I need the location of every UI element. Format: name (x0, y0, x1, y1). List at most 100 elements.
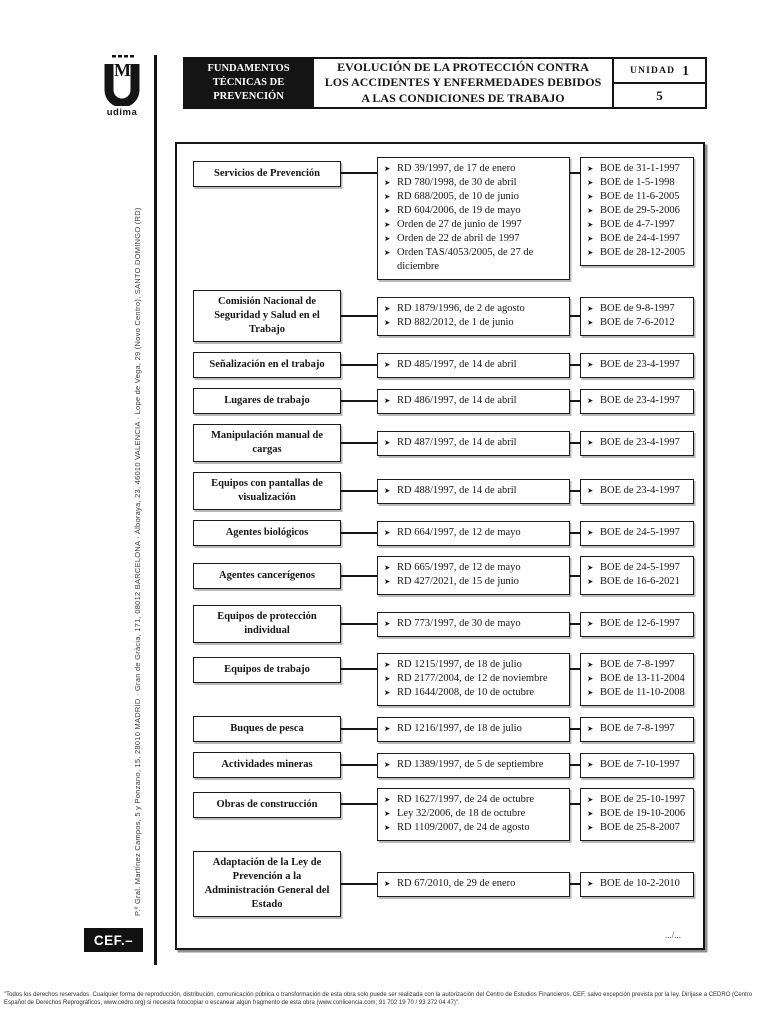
page-title: EVOLUCIÓN DE LA PROTECCIÓN CONTRA LOS AC… (312, 59, 612, 107)
list-item: ➤BOE de 9-8-1997 (587, 302, 689, 316)
connector-line (341, 490, 377, 492)
list-item-text: BOE de 28-12-2005 (600, 247, 686, 258)
list-item-text: BOE de 19-10-2006 (600, 808, 686, 819)
rd-box: ➤RD 1216/1997, de 18 de julio (377, 716, 570, 742)
arrow-bullet-icon: ➤ (384, 206, 391, 215)
list-item-text: BOE de 11-6-2005 (600, 191, 680, 202)
list-item: ➤BOE de 25-10-1997 (587, 793, 689, 807)
list-item-text: RD 485/1997, de 14 de abril (397, 358, 517, 370)
arrow-bullet-icon: ➤ (384, 795, 391, 804)
boe-box: ➤BOE de 24-5-1997 (580, 520, 694, 546)
arrow-bullet-icon: ➤ (587, 164, 594, 173)
list-item: ➤Orden de 27 de junio de 1997 (384, 218, 565, 232)
diagram-row: Agentes biológicos➤RD 664/1997, de 12 de… (193, 520, 703, 546)
arrow-bullet-icon: ➤ (587, 248, 594, 257)
arrow-bullet-icon: ➤ (587, 795, 594, 804)
list-item-text: RD 67/2010, de 29 de enero (397, 877, 516, 889)
arrow-bullet-icon: ➤ (384, 759, 391, 769)
list-item: ➤RD 67/2010, de 29 de enero (384, 877, 565, 891)
arrow-bullet-icon: ➤ (587, 220, 594, 229)
arrow-bullet-icon: ➤ (587, 563, 594, 572)
list-item: ➤ Orden de 22 de abril de 1997 (384, 232, 565, 246)
list-item: ➤ BOE de 4-7-1997 (587, 218, 689, 232)
list-item-text: BOE de 4-7-1997 (600, 219, 675, 230)
arrow-bullet-icon: ➤ (587, 660, 594, 669)
connector-line (570, 532, 580, 534)
list-item-text: BOE de 23-4-1997 (600, 394, 680, 406)
topic-box: Actividades mineras (193, 752, 341, 778)
page-header: FUNDAMENTOS TÉCNICAS DE PREVENCIÓN EVOLU… (183, 57, 707, 109)
list-item: ➤BOE de 10-2-2010 (587, 877, 689, 891)
topic-box: Comisión Nacional de Seguridad y Salud e… (193, 290, 341, 342)
list-item-text: RD 2177/2004, de 12 de noviembre (397, 673, 548, 684)
diagram-row: Señalización en el trabajo➤RD 485/1997, … (193, 352, 703, 378)
topic-box: Equipos con pantallas de visualización (193, 472, 341, 510)
udima-monogram-icon: M (104, 55, 140, 106)
arrow-bullet-icon: ➤ (384, 178, 391, 187)
list-item-text: BOE de 7-8-1997 (600, 722, 675, 734)
list-item-text: RD 1879/1996, de 2 de agosto (397, 302, 525, 314)
list-item-text: RD 882/2012, de 1 de junio (397, 316, 514, 328)
diagram-row: Equipos con pantallas de visualización➤R… (193, 472, 703, 510)
list-item-text: RD 1389/1997, de 5 de septiembre (397, 758, 544, 770)
arrow-bullet-icon: ➤ (384, 485, 391, 495)
list-item-text: Orden de 22 de abril de 1997 (397, 233, 520, 244)
rd-box: ➤RD 773/1997, de 30 de mayo (377, 611, 570, 637)
diagram-row: Adaptación de la Ley de Prevención a la … (193, 851, 703, 917)
topic-box: Agentes cancerígenos (193, 562, 341, 589)
topic-box: Buques de pesca (193, 716, 341, 742)
list-item-text: RD 1109/2007, de 24 de agosto (397, 822, 530, 833)
boe-box: ➤BOE de 12-6-1997 (580, 611, 694, 637)
list-item-text: BOE de 24-4-1997 (600, 233, 680, 244)
cef-logo: CEF.– (84, 928, 143, 952)
arrow-bullet-icon: ➤ (587, 809, 594, 818)
list-item-text: RD 487/1997, de 14 de abril (397, 436, 517, 448)
rd-box: ➤RD 1879/1996, de 2 de agosto➤RD 882/201… (377, 296, 570, 336)
connector-line (341, 803, 377, 805)
arrow-bullet-icon: ➤ (384, 723, 391, 733)
rd-box: ➤ RD 1389/1997, de 5 de septiembre (377, 752, 570, 778)
arrow-bullet-icon: ➤ (587, 527, 594, 537)
topic-box: Equipos de trabajo (193, 657, 341, 683)
boe-box: ➤BOE de 23-4-1997 (580, 430, 694, 456)
list-item: ➤Orden TAS/4053/2005, de 27 de diciembre (384, 246, 565, 274)
connector-line (570, 400, 580, 402)
diagram-frame: Servicios de Prevención➤RD 39/1997, de 1… (175, 142, 705, 950)
connector-line (570, 364, 580, 366)
sidebar-divider-line (154, 55, 157, 965)
arrow-bullet-icon: ➤ (587, 178, 594, 187)
list-item-text: Orden de 27 de junio de 1997 (397, 219, 522, 230)
list-item: ➤RD 1215/1997, de 18 de julio (384, 658, 565, 672)
list-item-text: BOE de 16-6-2021 (600, 576, 680, 587)
arrow-bullet-icon: ➤ (384, 234, 391, 243)
udima-wordmark: udima (106, 107, 138, 118)
list-item-text: Orden TAS/4053/2005, de 27 de diciembre (397, 247, 534, 272)
connector-line (341, 442, 377, 444)
arrow-bullet-icon: ➤ (384, 164, 391, 173)
list-item: ➤ RD 485/1997, de 14 de abril (384, 358, 565, 372)
list-item: ➤BOE de 23-4-1997 (587, 436, 689, 450)
connector-line (570, 574, 580, 577)
list-item: ➤BOE de 7-8-1997 (587, 722, 689, 736)
list-item: ➤RD 604/2006, de 19 de mayo (384, 204, 565, 218)
list-item: ➤RD 1644/2008, de 10 de octubre (384, 686, 565, 700)
arrow-bullet-icon: ➤ (384, 674, 391, 683)
list-item: ➤RD 882/2012, de 1 de junio (384, 316, 565, 330)
udima-logo: M udima (99, 54, 145, 118)
list-item: ➤RD 1627/1997, de 24 de octubre (384, 793, 565, 807)
arrow-bullet-icon: ➤ (587, 359, 594, 369)
list-item-text: BOE de 23-4-1997 (600, 358, 680, 370)
list-item-text: RD 664/1997, de 12 de mayo (397, 526, 521, 538)
unit-label: UNIDAD (630, 65, 676, 76)
rd-box: ➤RD 1215/1997, de 18 de julio ➤ RD 2177/20… (377, 653, 570, 706)
arrow-bullet-icon: ➤ (587, 395, 594, 405)
arrow-bullet-icon: ➤ (587, 234, 594, 243)
list-item: ➤ RD 2177/2004, de 12 de noviembre (384, 672, 565, 686)
svg-text:M: M (114, 60, 131, 80)
list-item: ➤BOE de 1-5-1998 (587, 176, 689, 190)
arrow-bullet-icon: ➤ (384, 359, 391, 369)
list-item: ➤BOE de 24-5-1997 (587, 526, 689, 540)
list-item: ➤RD 688/2005, de 10 de junio (384, 190, 565, 204)
boe-box: ➤BOE de 7-10-1997 (580, 752, 694, 778)
list-item: ➤RD 780/1998, de 30 de abril (384, 176, 565, 190)
